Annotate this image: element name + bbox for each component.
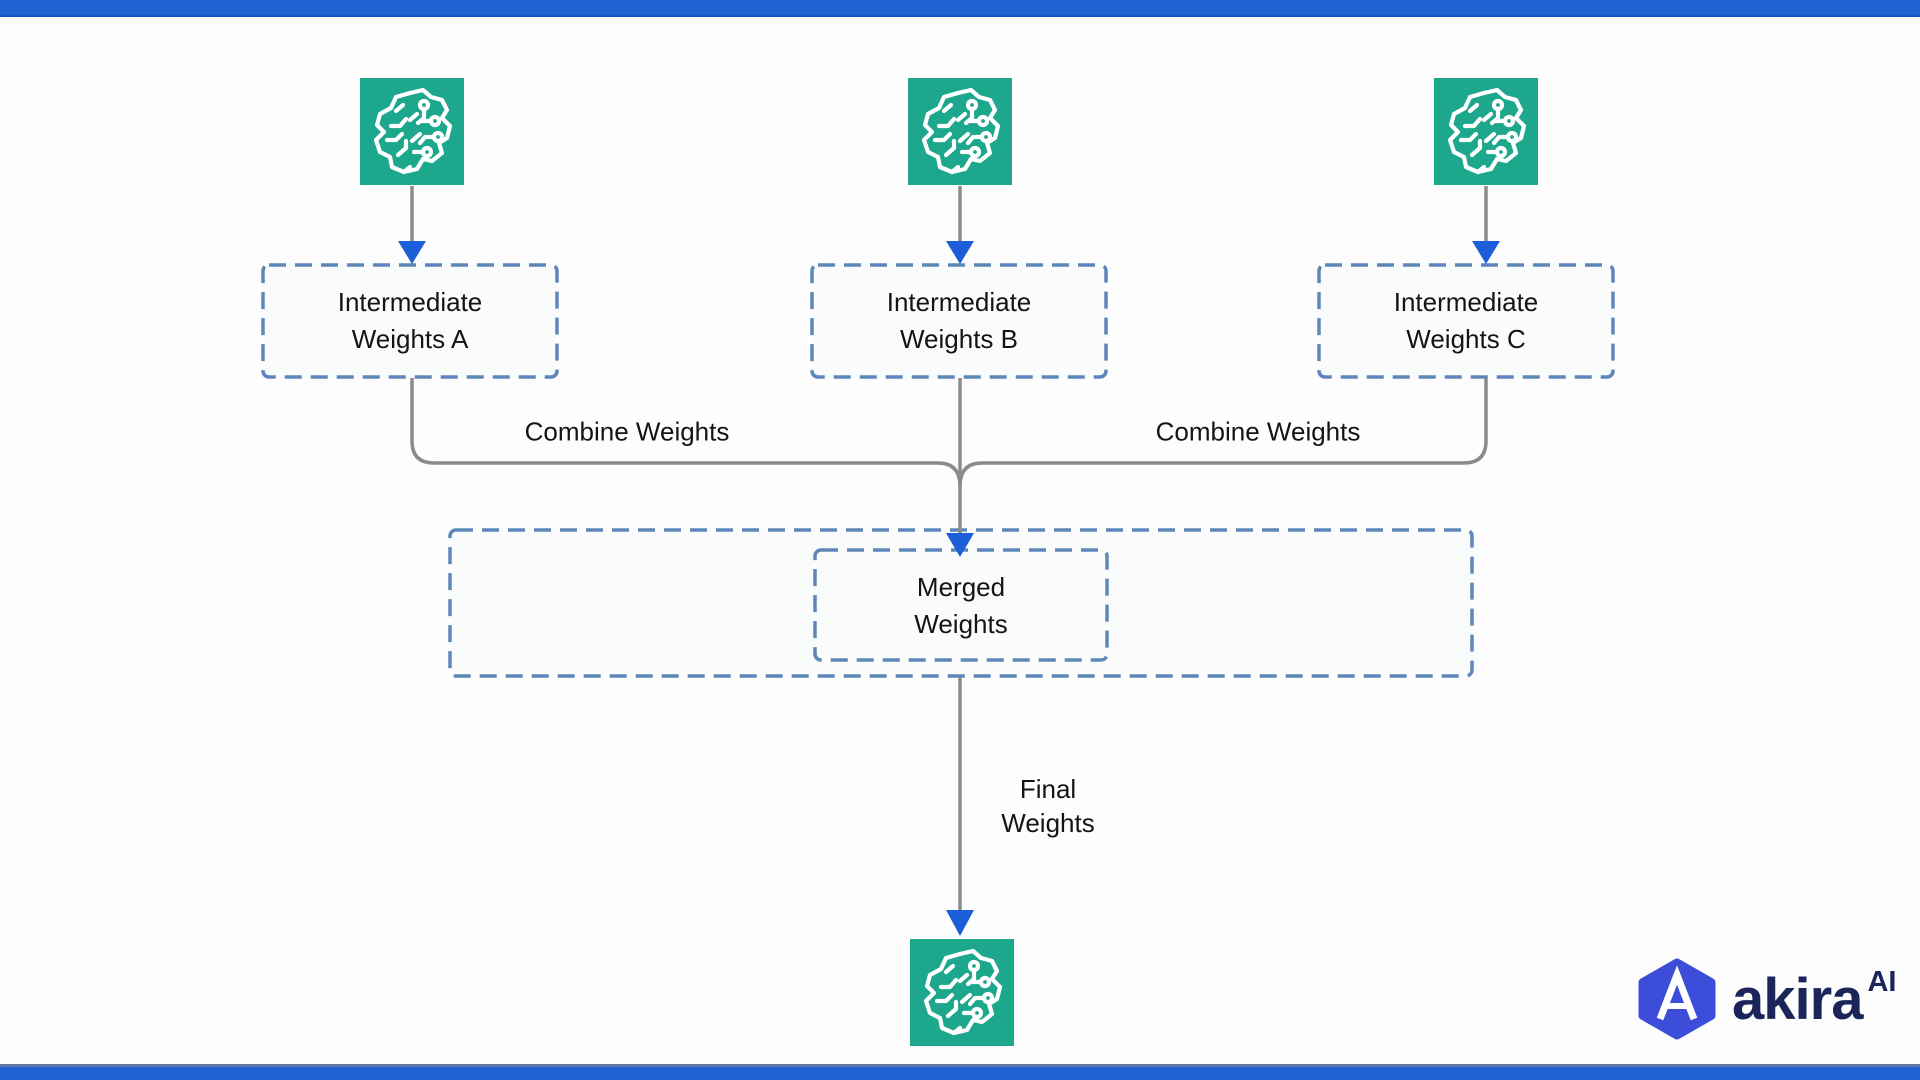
intermediate-weights-b-box	[810, 263, 1108, 379]
intermediate-b-line1: Intermediate	[886, 287, 1032, 317]
arrowhead-c-icon	[1472, 241, 1500, 264]
intermediate-a-line2: Weights A	[351, 324, 469, 354]
arrowhead-merge-icon	[946, 533, 974, 557]
intermediate-b-line2: Weights B	[899, 324, 1018, 354]
hexagon-a-icon	[1638, 958, 1716, 1040]
merged-line1: Merged	[916, 572, 1006, 602]
logo-wordmark: akira AI	[1732, 966, 1896, 1033]
combine-weights-right-label: Combine Weights	[1155, 416, 1361, 447]
source-model-c-icon	[1434, 78, 1538, 185]
final-line2: Weights	[1001, 808, 1095, 838]
final-weights-label: Final Weights	[1001, 772, 1094, 840]
intermediate-a-line1: Intermediate	[337, 287, 483, 317]
combine-weights-left-label: Combine Weights	[524, 416, 730, 447]
intermediate-weights-a-label: Intermediate Weights A	[338, 284, 483, 358]
connector-c-to-merge	[958, 378, 1488, 487]
source-model-a-icon	[360, 78, 464, 185]
connector-a-to-merge	[410, 378, 962, 487]
top-accent-bar	[0, 0, 1920, 17]
intermediate-weights-a-box	[261, 263, 559, 379]
final-line1: Final	[1019, 774, 1077, 804]
logo-brand-text: akira	[1732, 966, 1863, 1032]
merged-weights-label: Merged Weights	[914, 569, 1007, 643]
merged-line2: Weights	[914, 609, 1008, 639]
intermediate-c-line1: Intermediate	[1393, 287, 1539, 317]
logo-suffix-text: AI	[1867, 965, 1897, 998]
akira-ai-logo: akira AI	[1634, 956, 1896, 1042]
merged-weights-outer-c-box	[1317, 263, 1615, 379]
intermediate-c-line2: Weights C	[1406, 324, 1526, 354]
intermediate-weights-b-label: Intermediate Weights B	[887, 284, 1032, 358]
bottom-accent-bar	[0, 1064, 1920, 1080]
arrowhead-b-icon	[946, 241, 974, 264]
arrowhead-final-icon	[946, 910, 974, 936]
source-model-b-icon	[908, 78, 1012, 185]
final-model-icon	[910, 939, 1014, 1046]
arrowhead-a-icon	[398, 241, 426, 264]
intermediate-weights-c-label: Intermediate Weights C	[1394, 284, 1539, 358]
